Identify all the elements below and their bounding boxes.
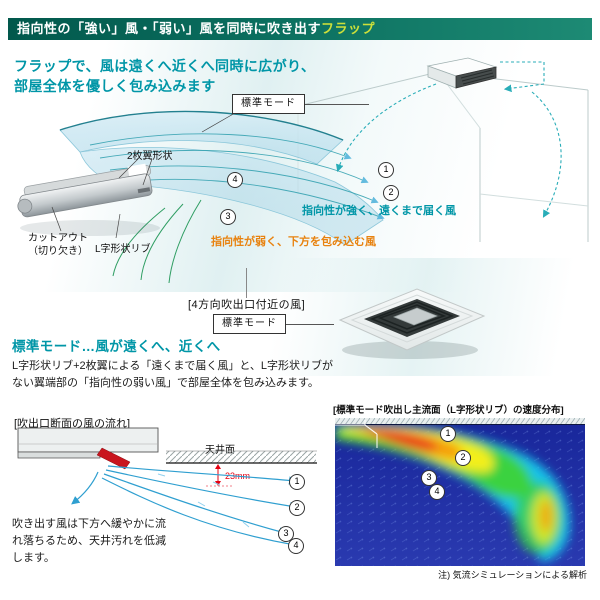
standard-mode-heading: 標準モード…風が遠くへ、近くへ: [12, 339, 221, 354]
weak-wind-label: 指向性が弱く、下方を包み込む風: [211, 236, 376, 248]
intro-line1: フラップで、風は遠くへ近くへ同時に広がり、: [14, 58, 316, 74]
cs-flow-number-1: 1: [289, 474, 305, 490]
panel-inner-frame: [350, 294, 474, 343]
near-outlet-caption: [4方向吹出口付近の風]: [188, 299, 306, 311]
strong-wind-label: 指向性が強く、遠くまで届く風: [302, 205, 456, 217]
mode-box-mid-connector-line: [286, 324, 334, 325]
heatmap-ceiling-hatch: [335, 418, 585, 424]
strong-flow-streamlines: [89, 133, 385, 220]
grille-slat-1: [369, 301, 455, 334]
red-flap: [96, 447, 131, 470]
standard-mode-box-mid: 標準モード: [213, 314, 286, 334]
flow-number-4: 4: [227, 172, 243, 188]
flap-detail-diagram: [17, 110, 385, 284]
hm-flow-number-2: 2: [455, 450, 471, 466]
header-bar: 指向性の「強い」風・「弱い」風を同時に吹き出すフラップ: [8, 18, 592, 40]
label-cutout-line1: カットアウト: [28, 233, 88, 244]
metal-flap-part: [17, 163, 153, 218]
header-title: 指向性の「強い」風・「弱い」風を同時に吹き出す: [17, 21, 322, 36]
label-cutout-line2: （切り欠き）: [28, 246, 88, 257]
label-two-blade-shape: 2枚翼形状: [127, 151, 173, 162]
hm-flow-number-4: 4: [429, 484, 445, 500]
header-title-accent: フラップ: [321, 21, 376, 36]
standard-mode-box-top: 標準モード: [232, 94, 305, 114]
cs-flow-number-4: 4: [288, 538, 304, 554]
outlet-streamlines: [71, 465, 299, 549]
photo-shadow: [342, 341, 478, 359]
flow-number-2: 2: [383, 185, 399, 201]
flap-front-edge: [59, 110, 344, 141]
heatmap-unit-outline: [335, 420, 378, 448]
cassette-product-photo: [338, 288, 486, 359]
mode-box-top-connector-line: [301, 104, 369, 105]
velocity-map-note: 注) 気流シミュレーションによる解析: [438, 570, 587, 580]
standard-mode-body: L字形状リブ+2枚翼による「遠くまで届く風」と、L字形状リブがない翼端部の「指向…: [12, 360, 334, 389]
flow-number-3: 3: [220, 209, 236, 225]
ceiling-cassette-unit-small: [426, 57, 498, 89]
cross-section-diagram: 23mm: [17, 427, 317, 549]
velocity-map-title: [標準モード吹出し主流面（L字形状リブ）の速度分布]: [333, 405, 564, 416]
label-l-shaped-rib: L字形状リブ: [95, 244, 151, 255]
secondary-flow-chevrons: [157, 473, 250, 528]
cross-section-caption: 吹き出す風は下方へ緩やかに流れ落ちるため、天井汚れを低減します。: [12, 518, 166, 565]
label-cutout: カットアウト （切り欠き）: [28, 232, 88, 258]
center-plate: [393, 307, 438, 326]
hm-flow-number-3: 3: [421, 470, 437, 486]
outlet-caption-connector-line: [246, 268, 247, 298]
grille-slat-2: [377, 304, 447, 330]
room-airflow-dashed-arrows: [335, 61, 562, 218]
flap-part-shadow: [20, 220, 160, 236]
weak-flow-streamlines: [112, 199, 202, 284]
cross-section-title: [吹出口断面の風の流れ]: [14, 418, 131, 430]
unit-cross-section: [17, 427, 159, 459]
velocity-heatmap: [335, 418, 585, 566]
room-airflow-diagram: [297, 57, 589, 242]
flow-number-1: 1: [378, 162, 394, 178]
cs-flow-number-2: 2: [289, 500, 305, 516]
ceiling-surface-label: 天井面: [205, 445, 235, 456]
intro-line2: 部屋全体を優しく包み込みます: [14, 78, 216, 95]
intro-heading: フラップで、風は遠くへ近くへ同時に広がり、 部屋全体を優しく包み込みます: [14, 56, 315, 97]
ceiling-board-hatch: [166, 451, 316, 463]
label-leader-lines: [51, 112, 236, 239]
hm-flow-number-1: 1: [440, 426, 456, 442]
